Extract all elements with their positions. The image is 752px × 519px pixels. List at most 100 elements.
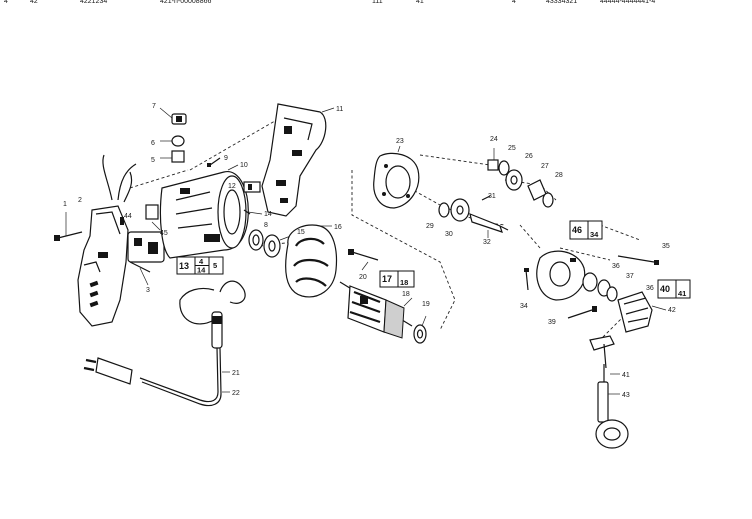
- label-part-29: 29: [426, 223, 434, 230]
- boxed-group-46: 46 34: [569, 220, 603, 240]
- part-39-screw: [567, 306, 597, 319]
- part-23-gear-case-cover: [373, 145, 420, 209]
- part-32-spindle: [469, 213, 509, 238]
- group-17-big: 17: [382, 274, 392, 284]
- boxed-group-40: 40 41: [657, 279, 691, 299]
- label-part-5: 5: [151, 157, 155, 164]
- group-17-side: 18: [400, 278, 408, 287]
- header-text-2: 42: [30, 0, 38, 5]
- part-30-gear: [450, 198, 470, 222]
- label-part-44: 44: [124, 213, 132, 220]
- label-part-20: 20: [359, 274, 367, 281]
- part-18-armature: [339, 281, 413, 339]
- part-24-pin: [487, 148, 499, 171]
- part-11-gear-case: [261, 103, 335, 217]
- part-26-gear: [505, 169, 523, 191]
- label-part-23: 23: [396, 138, 404, 145]
- label-part-24: 24: [490, 136, 498, 143]
- part-9-screw: [207, 157, 221, 167]
- part-25-washer: [498, 160, 510, 176]
- label-part-27: 27: [541, 163, 549, 170]
- group-46-side: 34: [590, 230, 599, 239]
- boxed-group-13: 13 4 14 5: [176, 256, 224, 275]
- label-part-25: 25: [508, 145, 516, 152]
- header-strip: 4 42 4221234 421-n-00008866 111 41 4 433…: [4, 0, 655, 5]
- label-part-2: 2: [78, 197, 82, 204]
- label-part-26: 26: [525, 153, 533, 160]
- header-text-5: 111: [372, 0, 383, 5]
- part-46-front-housing: [536, 250, 586, 301]
- label-part-16: 16: [334, 224, 342, 231]
- header-text-1: 4: [4, 0, 8, 5]
- label-part-18: 18: [402, 291, 410, 298]
- label-part-39: 39: [548, 319, 556, 326]
- label-part-32: 32: [483, 239, 491, 246]
- part-12-bracket: [243, 181, 261, 193]
- label-part-37: 37: [626, 273, 634, 280]
- part-36-washer-a: [582, 272, 598, 292]
- label-part-41: 41: [622, 372, 630, 379]
- header-text-8: 43334321: [546, 0, 577, 5]
- group-40-big: 40: [660, 284, 670, 294]
- label-part-36b: 36: [646, 285, 654, 292]
- label-part-42: 42: [668, 307, 676, 314]
- part-40-chuck: [617, 291, 667, 333]
- group-13-top: 4: [199, 257, 204, 266]
- group-46-big: 46: [572, 225, 582, 235]
- part-5-brush: [160, 150, 185, 163]
- header-text-9: 44444-4444441-4: [600, 0, 655, 5]
- label-part-1: 1: [63, 201, 67, 208]
- part-2-handle-housing: [77, 205, 129, 327]
- label-part-21: 21: [232, 370, 240, 377]
- part-1-screw: [54, 212, 83, 241]
- label-part-3: 3: [146, 287, 150, 294]
- part-6-spring: [160, 135, 185, 147]
- label-part-22: 22: [232, 390, 240, 397]
- label-part-45: 45: [160, 230, 168, 237]
- label-part-34: 34: [520, 303, 528, 310]
- part-28-bearing: [542, 192, 554, 208]
- group-13-big: 13: [179, 261, 189, 271]
- boxed-group-17: 17 18: [379, 270, 415, 288]
- handle-wires: [102, 154, 137, 203]
- group-13-bottom: 14: [197, 266, 206, 275]
- part-10-motor-housing: [159, 164, 249, 259]
- part-42-chuck-key: [589, 335, 615, 369]
- part-21-22-power-cord: [83, 280, 246, 407]
- part-14-screw: [243, 209, 263, 215]
- label-part-19: 19: [422, 301, 430, 308]
- part-31-key: [481, 195, 491, 201]
- label-part-28: 28: [555, 172, 563, 179]
- label-part-36a: 36: [612, 263, 620, 270]
- part-19-bearing: [413, 315, 427, 344]
- part-44-45-switch-parts: [120, 204, 161, 231]
- label-part-6: 6: [151, 140, 155, 147]
- label-part-9: 9: [224, 155, 228, 162]
- part-35-screw: [617, 255, 659, 265]
- label-part-30: 30: [445, 231, 453, 238]
- part-41-rod: [603, 364, 620, 382]
- part-7-brush-cap: [159, 107, 187, 125]
- header-text-4: 421-n-00008866: [160, 0, 211, 5]
- header-text-7: 4: [512, 0, 516, 5]
- label-part-8: 8: [264, 222, 268, 229]
- group-13-side: 5: [213, 261, 217, 270]
- part-16-field: [285, 224, 338, 298]
- part-43-aux-handle: [595, 381, 629, 449]
- part-34-pin: [524, 268, 529, 291]
- label-part-14: 14: [264, 211, 272, 218]
- label-part-10: 10: [240, 162, 248, 169]
- label-part-31: 31: [488, 193, 496, 200]
- header-text-6: 41: [416, 0, 424, 5]
- header-text-3: 4221234: [80, 0, 107, 5]
- label-part-35: 35: [662, 243, 670, 250]
- label-part-43: 43: [622, 392, 630, 399]
- part-3-switch: [127, 231, 165, 286]
- label-part-12: 12: [228, 183, 236, 190]
- part-36-washer-b: [606, 286, 618, 302]
- part-20-screw: [348, 249, 379, 271]
- label-part-15: 15: [297, 229, 305, 236]
- label-part-11: 11: [336, 106, 343, 113]
